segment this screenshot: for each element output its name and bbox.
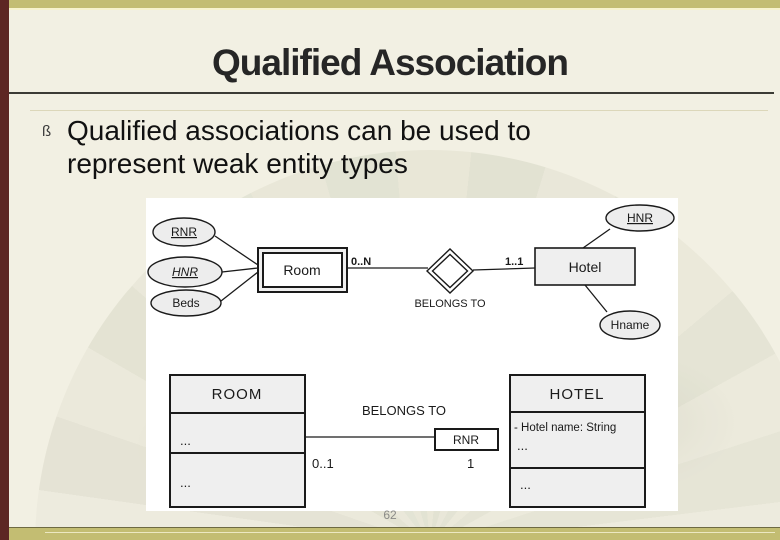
- bottom-band-inner-line: [45, 532, 775, 533]
- uml-room-attr-placeholder: ...: [180, 433, 191, 448]
- cardinality-11: 1..1: [505, 256, 523, 268]
- attribute-label-hnr: HNR: [172, 265, 198, 279]
- title-underline-rule: [9, 92, 774, 94]
- bullet-marker: ß: [42, 123, 52, 140]
- title-faint-rule: [30, 110, 768, 111]
- uml-room-ops-placeholder: ...: [180, 475, 191, 490]
- entity-room-inner: [262, 252, 343, 288]
- page-number: 62: [383, 508, 397, 522]
- top-border-band: [0, 0, 780, 8]
- cardinality-0n: 0..N: [351, 256, 371, 268]
- attribute-ellipse-hname: [599, 310, 661, 340]
- bottom-border-band: [0, 528, 780, 540]
- attribute-ellipse-hnr-hotel: [605, 204, 675, 232]
- entity-label-hotel: Hotel: [569, 259, 602, 275]
- uml-class-hotel: [509, 374, 646, 508]
- top-border-highlight: [0, 8, 780, 10]
- attribute-ellipse-rnr: [152, 217, 216, 247]
- connector-rnr-room: [214, 235, 259, 266]
- attribute-ellipse-beds: [150, 289, 222, 317]
- bullet-text-line-1: Qualified associations can be used to: [67, 115, 531, 146]
- uml-room-class-name: ROOM: [212, 386, 263, 403]
- attribute-label-hname: Hname: [611, 318, 650, 332]
- diagram-panel: RNR HNR Beds Room 0..N 1..1 BELONGS TO H…: [146, 198, 678, 511]
- slide-title: Qualified Association: [212, 42, 569, 83]
- connector-belongsto-hotel: [472, 267, 536, 271]
- uml-hotel-class-name: HOTEL: [549, 386, 604, 403]
- bullet-item: ß Qualified associations can be used to …: [42, 114, 632, 180]
- uml-hotel-attr-line: - Hotel name: String: [514, 422, 616, 434]
- entity-hotel: [534, 247, 636, 286]
- bullet-text: Qualified associations can be used to re…: [67, 114, 531, 180]
- relationship-label-belongsto: BELONGS TO: [414, 298, 486, 310]
- uml-multiplicity-01: 0..1: [312, 456, 334, 471]
- left-accent-bar: [0, 0, 9, 540]
- entity-label-room: Room: [283, 262, 320, 278]
- bottom-rule: [0, 527, 780, 528]
- uml-hotel-ops-placeholder: ...: [520, 477, 531, 492]
- er-and-uml-diagram: RNR HNR Beds Room 0..N 1..1 BELONGS TO H…: [147, 204, 675, 508]
- uml-class-room: [169, 374, 306, 508]
- attribute-label-hnr-hotel: HNR: [627, 211, 653, 225]
- bullet-text-line-2: represent weak entity types: [67, 148, 408, 179]
- connector-beds-room: [220, 271, 259, 302]
- uml-association-label: BELONGS TO: [362, 403, 446, 418]
- uml-qualifier-box-rnr: [434, 428, 499, 451]
- connector-hotel-hnr: [582, 228, 611, 249]
- connector-hotel-hname: [584, 284, 608, 313]
- uml-hotel-attr-placeholder: ...: [517, 438, 528, 453]
- uml-qualifier-label: RNR: [453, 433, 479, 447]
- uml-multiplicity-1: 1: [467, 456, 474, 471]
- attribute-label-rnr: RNR: [171, 225, 197, 239]
- attribute-label-beds: Beds: [172, 296, 199, 310]
- relationship-diamond-inner: [431, 253, 469, 289]
- attribute-ellipse-hnr: [147, 256, 223, 288]
- connector-hnr-room: [221, 267, 259, 273]
